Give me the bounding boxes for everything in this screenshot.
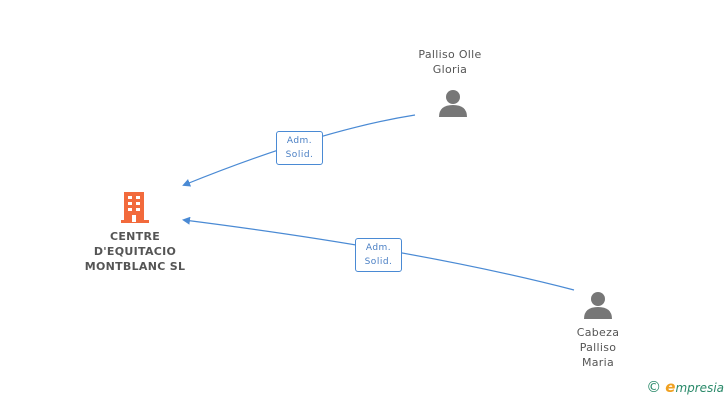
person-p2-line-1: Cabeza <box>576 326 620 339</box>
person-name-p2[interactable]: Cabeza Palliso Maria <box>546 325 650 370</box>
company-name-line-1: CENTRE <box>109 230 161 243</box>
brand-logo-initial: e <box>665 378 676 396</box>
person-name-p1[interactable]: Palliso Olle Gloria <box>395 47 505 77</box>
relation-label-p2[interactable]: Adm. Solid. <box>355 238 402 272</box>
brand-footer[interactable]: ©empresia <box>646 378 724 396</box>
company-name[interactable]: CENTRE D'EQUITACIO MONTBLANC SL <box>70 229 200 274</box>
copyright-icon: © <box>646 378 662 396</box>
relation-p2-line-2: Solid. <box>364 257 393 267</box>
person-p1-line-2: Gloria <box>432 63 468 76</box>
relation-p2-line-1: Adm. <box>365 243 392 253</box>
person-p2-line-2: Palliso <box>579 341 617 354</box>
brand-logo-text: mpresia <box>675 381 724 395</box>
relation-label-p1[interactable]: Adm. Solid. <box>276 131 323 165</box>
company-name-line-2: D'EQUITACIO <box>93 245 177 258</box>
person-p1-line-1: Palliso Olle <box>418 48 482 61</box>
person-icon[interactable] <box>583 290 613 320</box>
person-p2-line-3: Maria <box>581 356 615 369</box>
relation-p1-line-2: Solid. <box>285 150 314 160</box>
building-icon[interactable] <box>120 190 150 224</box>
person-icon[interactable] <box>438 88 468 118</box>
relation-p1-line-1: Adm. <box>286 136 313 146</box>
company-name-line-3: MONTBLANC SL <box>84 260 186 273</box>
